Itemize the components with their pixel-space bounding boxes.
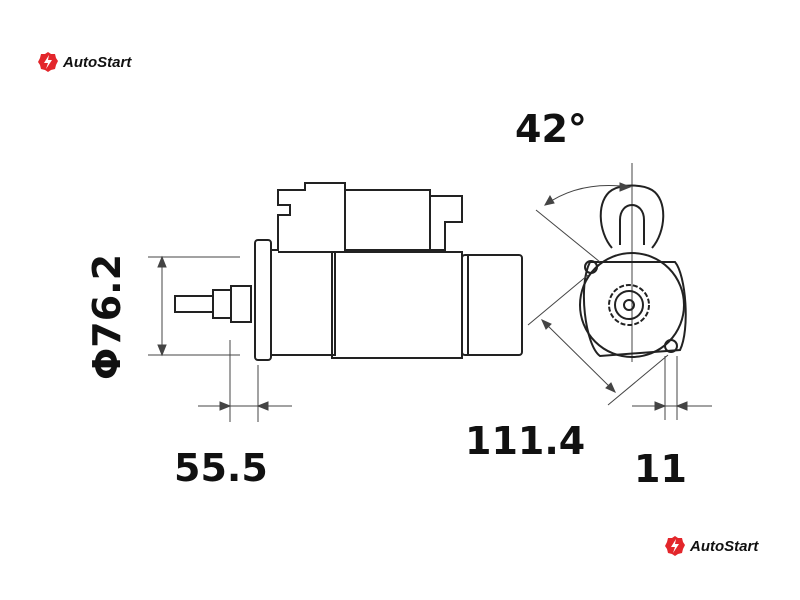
end-view-dimension-lines [527, 182, 712, 420]
brand-name: AutoStart [63, 53, 132, 71]
brand-name: AutoStart [690, 537, 759, 555]
brand-logo-bottom: AutoStart [664, 535, 758, 557]
dimension-lines [148, 255, 292, 422]
end-view [579, 163, 687, 362]
side-view [174, 182, 523, 361]
angle-dimension: 42° [515, 107, 587, 151]
brand-logo-top: AutoStart [37, 51, 131, 73]
front-length-dimension: 55.5 [174, 446, 268, 490]
gear-bolt-icon [38, 52, 58, 72]
shaft [174, 295, 214, 313]
end-cap [461, 254, 523, 356]
shaft-collar [212, 289, 232, 319]
solenoid [271, 182, 463, 251]
mounting-flange [254, 239, 272, 361]
diameter-dimension: Φ76.2 [85, 253, 129, 380]
flange-offset-dimension: 11 [634, 447, 687, 491]
gear-bolt-icon [665, 536, 685, 556]
bolt-distance-dimension: 111.4 [465, 419, 586, 463]
motor-body [331, 251, 463, 359]
